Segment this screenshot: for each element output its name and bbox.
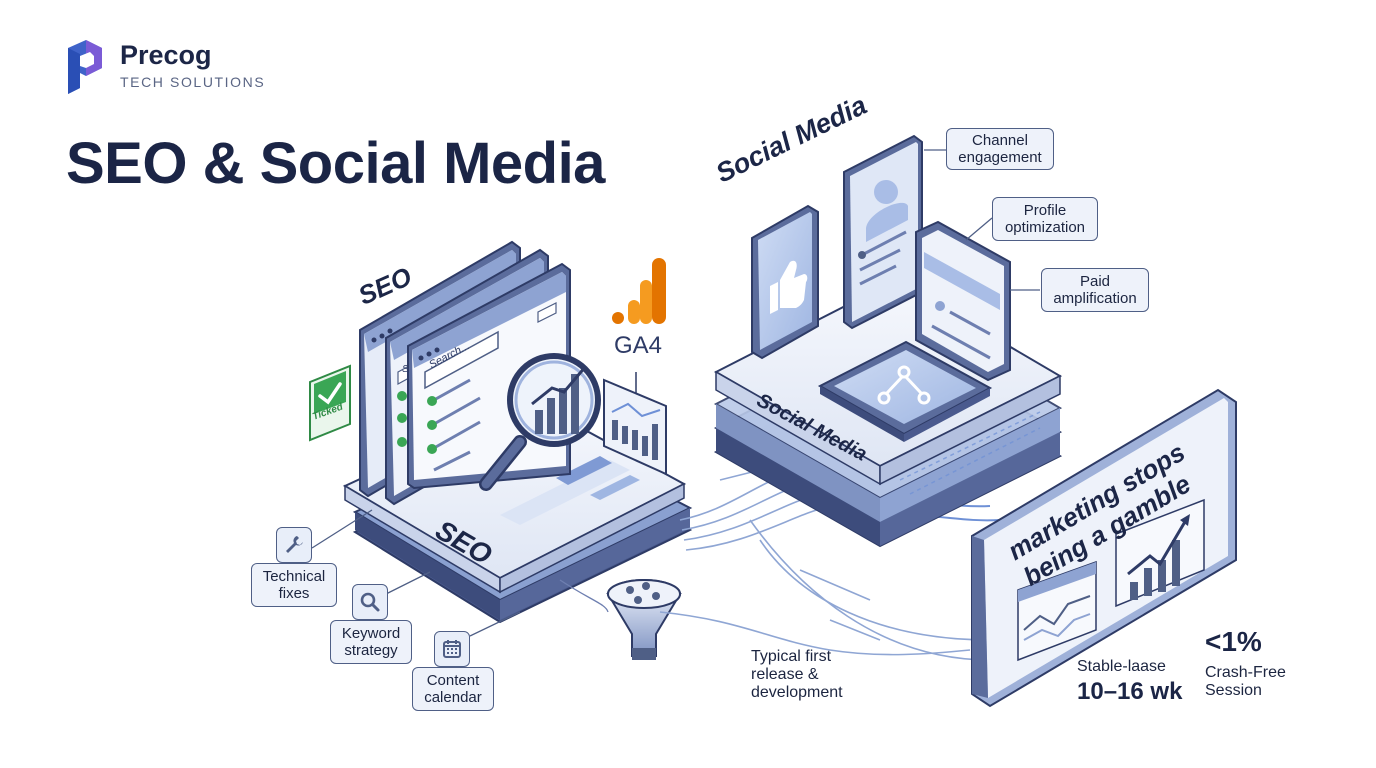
callout-content-calendar: Content calendar <box>412 667 494 711</box>
brand-tagline: TECH SOLUTIONS <box>120 74 266 90</box>
analytics-card <box>603 378 667 476</box>
callout-keyword-strategy: Keyword strategy <box>330 620 412 664</box>
callout-paid-amplification: Paid amplification <box>1041 268 1149 312</box>
stat-first-release-label: Typical first release & development <box>751 648 843 701</box>
callout-channel-engagement: Channel engagement <box>946 128 1054 170</box>
share-tablet <box>817 340 993 442</box>
callout-profile-optimization: Profile optimization <box>992 197 1098 241</box>
seo-browser-stack <box>359 240 571 506</box>
ga4-logo-icon <box>612 258 666 324</box>
stat-crash-free-label: Crash-Free Session <box>1205 664 1286 699</box>
feed-card <box>915 220 1011 382</box>
search-placeholder-back: S <box>402 364 409 375</box>
magnifier-chart-icon <box>479 353 601 491</box>
social-callout-connectors <box>924 149 1040 291</box>
ga4-label: GA4 <box>614 332 663 359</box>
stat-crash-free-value: <1% <box>1205 626 1262 657</box>
growth-chart-card <box>1115 498 1205 608</box>
stat-stable-release-label: Stable-lаase <box>1077 658 1166 675</box>
phone-like <box>751 204 819 360</box>
thumbs-up-icon <box>770 260 808 314</box>
profile-avatar-icon <box>866 180 908 242</box>
results-screen <box>971 388 1237 708</box>
magnifier-icon <box>352 584 388 620</box>
profile-card <box>843 134 923 330</box>
page-title: SEO & Social Media <box>66 131 605 196</box>
brand-name: Precog <box>120 40 212 70</box>
share-icon <box>877 365 931 405</box>
calendar-icon <box>434 631 470 667</box>
seo-platform <box>342 398 693 624</box>
seo-callout-connectors <box>311 509 521 637</box>
ticked-card <box>309 364 351 442</box>
funnel-connector <box>559 579 609 613</box>
funnel-icon <box>606 579 682 660</box>
precog-logo-icon <box>68 40 102 94</box>
stat-stable-release-value: 10–16 wk <box>1077 678 1183 705</box>
wrench-icon <box>276 527 312 563</box>
line-chart-card <box>1017 560 1097 662</box>
callout-technical-fixes: Technical fixes <box>251 563 337 607</box>
